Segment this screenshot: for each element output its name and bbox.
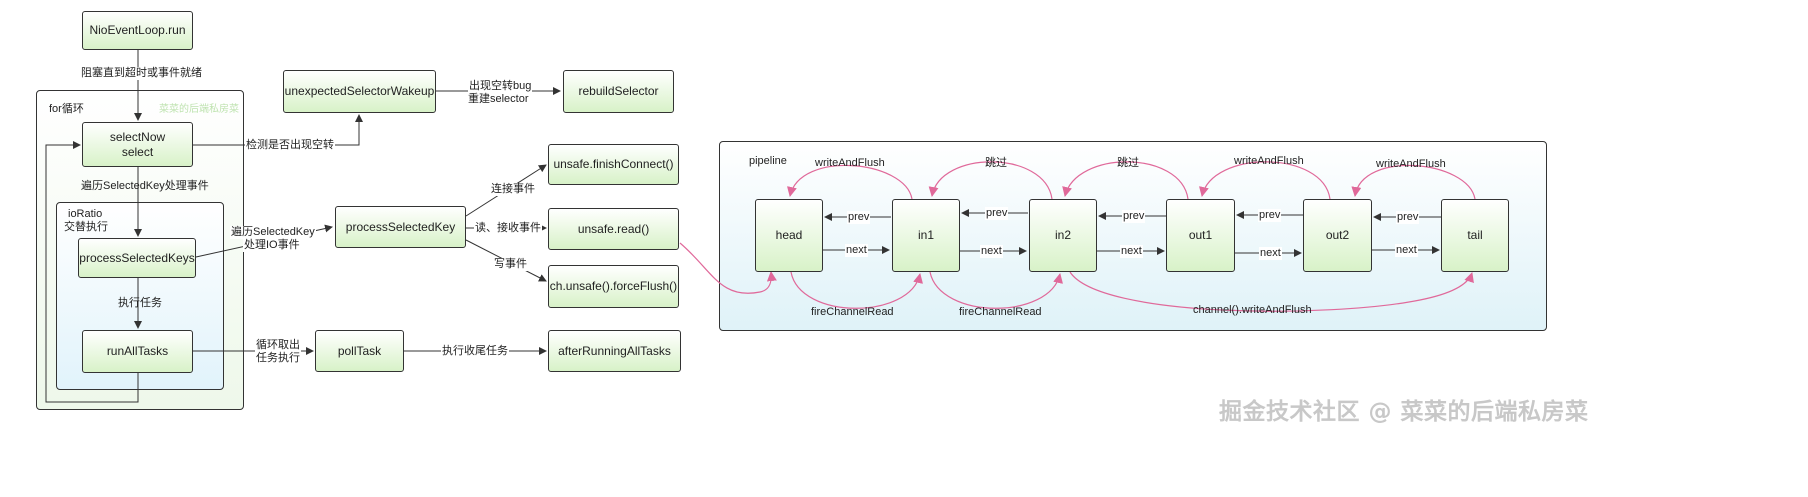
next-label: next [980, 245, 1003, 258]
process-selected-key-text: processSelectedKey [345, 219, 456, 234]
handler-head-text: head [775, 228, 803, 242]
handler-out1[interactable]: out1 [1166, 199, 1235, 272]
process-selected-keys-node[interactable]: processSelectedKeys [78, 238, 196, 278]
pipeline-container [719, 141, 1547, 331]
edge-label-write-event: 写事件 [493, 258, 528, 271]
arc-label-write-and-flush: writeAndFlush [1376, 158, 1446, 170]
arc-label-fire-channel-read: fireChannelRead [811, 306, 894, 318]
next-label: next [1259, 247, 1282, 260]
edge-label-execute-tail-task: 执行收尾任务 [441, 345, 509, 358]
prev-label: prev [847, 211, 871, 224]
arc-top-out1-in2 [1062, 161, 1189, 200]
unsafe-finish-connect-text: unsafe.finishConnect() [553, 157, 674, 171]
watermark: 掘金技术社区 @ 菜菜的后端私房菜 [1219, 399, 1589, 425]
handler-tail[interactable]: tail [1441, 199, 1509, 272]
select-text: select [121, 144, 154, 159]
arc-top-in2-in1 [928, 161, 1053, 200]
for-loop-label: for循环 [49, 103, 84, 115]
arc-bottom-head-in1 [790, 271, 923, 309]
arc-label-skip: 跳过 [1117, 157, 1139, 169]
unsafe-read-node[interactable]: unsafe.read() [548, 208, 679, 250]
process-selected-key-node[interactable]: processSelectedKey [335, 206, 466, 248]
nioeventloop-run-text: NioEventLoop.run [89, 23, 186, 37]
after-running-all-tasks-text: afterRunningAllTasks [558, 343, 671, 358]
pipeline-label: pipeline [749, 155, 787, 167]
edge-label-block-until: 阻塞直到超时或事件就绪 [80, 67, 203, 80]
next-label: next [1120, 245, 1143, 258]
arc-read-to-head [679, 242, 777, 294]
prev-label: prev [1258, 209, 1282, 222]
next-label: next [845, 244, 868, 257]
process-selected-keys-text: processSelectedKeys [79, 250, 195, 265]
handler-in1[interactable]: in1 [892, 199, 960, 272]
for-loop-watermark: 菜菜的后端私房菜 [159, 104, 239, 115]
prev-label: prev [1396, 211, 1420, 224]
arc-label-write-and-flush: writeAndFlush [1234, 155, 1304, 167]
handler-out2-text: out2 [1325, 228, 1350, 242]
rebuild-selector-node[interactable]: rebuildSelector [563, 70, 674, 113]
arc-label-channel-write-and-flush: channel().writeAndFlush [1193, 304, 1312, 316]
arc-label-skip: 跳过 [985, 157, 1007, 169]
handler-tail-text: tail [1467, 228, 1483, 242]
handler-head[interactable]: head [755, 199, 823, 272]
handler-in2-text: in2 [1054, 228, 1071, 242]
edge-label-iterate-selected-key: 遍历SelectedKey处理事件 [81, 180, 209, 192]
io-ratio-label-2: 交替执行 [64, 221, 108, 233]
edge-label-spin-bug-2: 重建selector [467, 93, 530, 106]
rebuild-selector-text: rebuildSelector [578, 84, 659, 98]
arc-bottom-in1-in2 [929, 271, 1063, 309]
poll-task-text: pollTask [337, 343, 382, 358]
prev-label: prev [985, 207, 1009, 220]
unsafe-finish-connect-node[interactable]: unsafe.finishConnect() [548, 144, 679, 185]
run-all-tasks-text: runAllTasks [106, 344, 169, 358]
run-all-tasks-node[interactable]: runAllTasks [82, 330, 193, 373]
unsafe-read-text: unsafe.read() [577, 221, 650, 236]
arc-label-write-and-flush: writeAndFlush [815, 157, 885, 169]
poll-task-node[interactable]: pollTask [315, 330, 404, 372]
unexpected-selector-wakeup-node[interactable]: unexpectedSelectorWakeup [283, 70, 436, 113]
io-ratio-label-1: ioRatio [68, 208, 103, 220]
edge-loop-back [45, 141, 139, 403]
handler-out2[interactable]: out2 [1303, 199, 1372, 272]
edge-label-read-accept-event: 读、接收事件 [474, 222, 542, 235]
edge-label-iterate-io-2: 处理IO事件 [243, 239, 301, 252]
ch-force-flush-node[interactable]: ch.unsafe().forceFlush() [548, 265, 679, 308]
arc-label-fire-channel-read: fireChannelRead [959, 306, 1042, 318]
edge-label-loop-fetch-1: 循环取出 [255, 339, 301, 352]
arc-bottom-in2-tail [1069, 271, 1474, 312]
edge-label-spin-bug-1: 出现空转bug [468, 80, 533, 93]
handler-in2[interactable]: in2 [1029, 199, 1097, 272]
selectnow-text: selectNow [109, 129, 166, 144]
unexpected-selector-wakeup-text: unexpectedSelectorWakeup [284, 84, 435, 98]
edge-label-loop-fetch-2: 任务执行 [255, 352, 301, 365]
handler-out1-text: out1 [1188, 228, 1213, 242]
handler-in1-text: in1 [917, 228, 934, 242]
edge-label-detect-spin: 检测是否出现空转 [245, 139, 335, 152]
selectnow-node[interactable]: selectNow select [82, 122, 193, 167]
arc-top-in1-head [787, 164, 913, 200]
arc-top-tail-out2 [1351, 164, 1476, 200]
after-running-all-tasks-node[interactable]: afterRunningAllTasks [548, 330, 681, 372]
ch-force-flush-text: ch.unsafe().forceFlush() [549, 279, 678, 293]
edge-label-execute-task: 执行任务 [118, 297, 162, 309]
prev-label: prev [1122, 210, 1146, 223]
next-label: next [1395, 244, 1418, 257]
edge-label-iterate-io-1: 遍历SelectedKey [230, 226, 316, 239]
arc-top-out2-out1 [1199, 161, 1331, 200]
nioeventloop-run-node[interactable]: NioEventLoop.run [82, 11, 193, 50]
edge-label-connect-event: 连接事件 [490, 183, 536, 196]
